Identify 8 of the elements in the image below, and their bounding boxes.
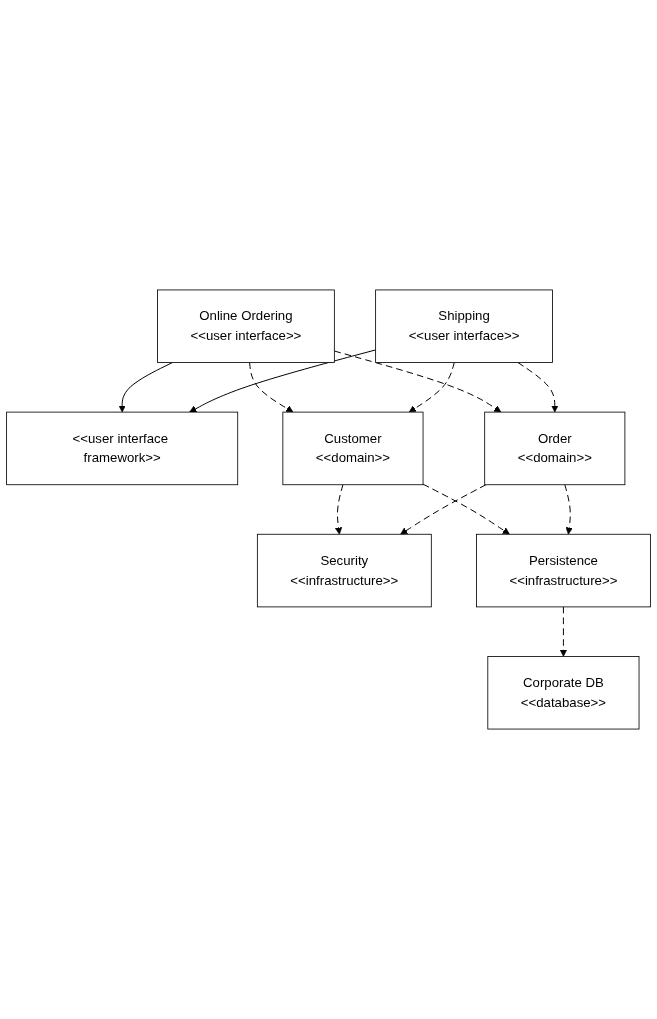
- node-box: Corporate DB <<database>>: [487, 656, 640, 730]
- node-box: <<user interface framework>>: [6, 411, 239, 486]
- node-box: Online Ordering <<user interface>>: [157, 289, 335, 363]
- node-box: Order <<domain>>: [484, 411, 626, 486]
- node-box: Security <<infrastructure>>: [256, 533, 432, 608]
- node-box: Persistence <<infrastructure>>: [476, 533, 651, 608]
- node-box: Customer <<domain>>: [282, 411, 424, 486]
- node-box: Shipping <<user interface>>: [375, 289, 553, 363]
